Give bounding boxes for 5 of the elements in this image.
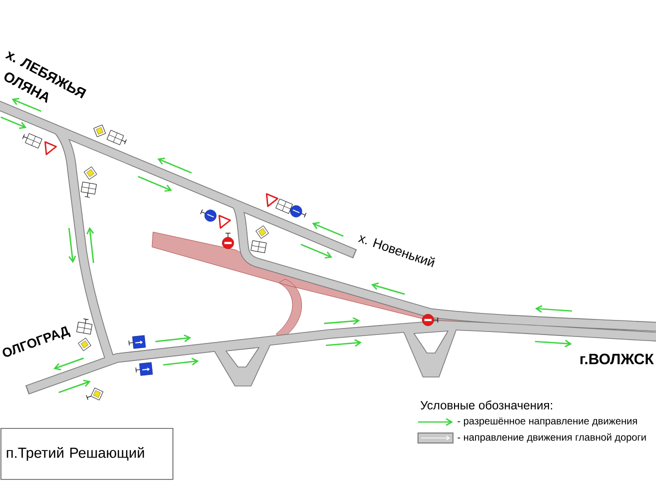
place-name-box: п.Третий Решающий — [0, 428, 174, 480]
legend-text: - направление движения главной дороги — [458, 433, 646, 443]
place-name: г.ВОЛЖСК — [580, 354, 654, 364]
legend-title: Условные обозначения: — [420, 400, 552, 410]
legend-text: - разрешённое направление движения — [458, 418, 637, 426]
